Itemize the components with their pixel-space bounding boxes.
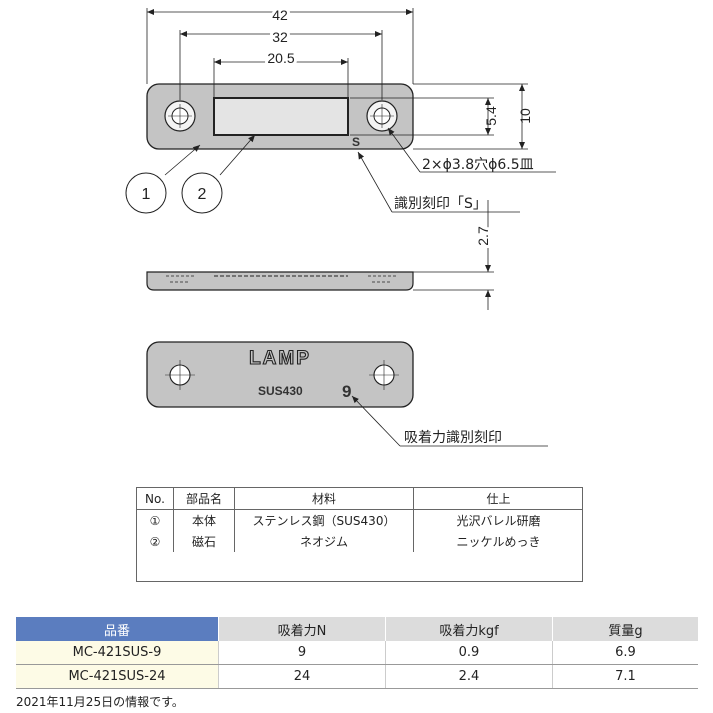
dim-32: 32: [272, 29, 288, 45]
parts-header-row: No. 部品名 材料 仕上: [137, 488, 583, 510]
dim-20-5: 20.5: [267, 50, 294, 66]
side-view: 2.7: [146, 200, 494, 310]
svg-text:1: 1: [142, 186, 151, 203]
force-mark-note: 吸着力識別刻印: [404, 430, 502, 446]
table-row: ② 磁石 ネオジム ニッケルめっき: [137, 531, 583, 552]
dim-42: 42: [272, 7, 288, 23]
technical-drawing: S 42 32 20.5 5.4 10 1 2 2×ϕ3.8穴ϕ6.5皿 識別刻…: [125, 4, 556, 447]
callout-2: [181, 172, 223, 214]
col-mass: 質量g: [552, 617, 698, 641]
material-mark: SUS430: [258, 384, 303, 398]
svg-text:2: 2: [198, 186, 207, 203]
table-row: MC-421SUS-24 24 2.4 7.1: [16, 664, 698, 689]
force-mark: 9: [342, 382, 351, 401]
col-part-name: 部品名: [173, 488, 235, 510]
dim-5-4: 5.4: [483, 106, 499, 126]
s-mark: S: [352, 135, 360, 149]
col-force-kgf: 吸着力kgf: [385, 617, 553, 641]
col-model: 品番: [16, 617, 219, 641]
parts-table: No. 部品名 材料 仕上 ① 本体 ステンレス鋼（SUS430） 光沢バレル研…: [137, 488, 583, 592]
bottom-view: LAMP SUS430 9 吸着力識別刻印: [146, 341, 548, 447]
magnet: [213, 97, 349, 136]
dim-10: 10: [517, 108, 533, 124]
plate-bottom: [146, 341, 414, 408]
table-row: MC-421SUS-9 9 0.9 6.9: [16, 641, 698, 665]
hole-note: 2×ϕ3.8穴ϕ6.5皿: [422, 157, 534, 173]
dim-2-7: 2.7: [475, 226, 491, 246]
mark-note: 識別刻印「S」: [394, 196, 487, 212]
footnote: 2021年11月25日の情報です。: [16, 695, 184, 709]
col-no: No.: [137, 488, 174, 510]
hole-right: [366, 100, 398, 132]
hole-left: [164, 100, 196, 132]
spec-table: 品番 吸着力N 吸着力kgf 質量g MC-421SUS-9 9 0.9 6.9…: [16, 617, 698, 689]
top-view: S 42 32 20.5 5.4 10 1 2 2×ϕ3.8穴ϕ6.5皿 識別刻…: [125, 4, 556, 214]
callout-1: [125, 172, 167, 214]
brand-mark: LAMP: [249, 348, 311, 369]
table-filler: [137, 552, 583, 592]
table-row: ① 本体 ステンレス鋼（SUS430） 光沢バレル研磨: [137, 509, 583, 531]
col-finish: 仕上: [413, 488, 583, 510]
spec-header-row: 品番 吸着力N 吸着力kgf 質量g: [16, 617, 698, 641]
plate-side: [146, 271, 414, 291]
col-force-n: 吸着力N: [218, 617, 386, 641]
col-material: 材料: [234, 488, 414, 510]
